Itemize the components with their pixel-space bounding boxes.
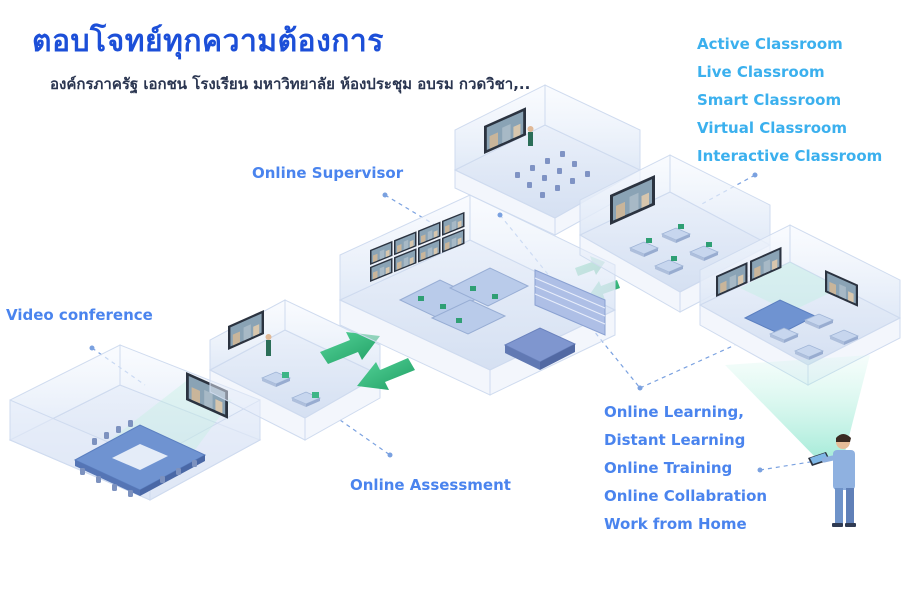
learning-mode-item: Online Learning, [604,403,744,421]
classroom-type-item: Smart Classroom [697,91,842,109]
classroom-type-item: Virtual Classroom [697,119,847,137]
classroom-types-list: Active Classroom Live Classroom Smart Cl… [697,30,882,170]
interactive-classroom-room [698,224,902,386]
label-video-conference: Video conference [6,306,153,324]
learning-mode-item: Online Collabration [604,487,768,505]
online-assessment-room [208,299,382,441]
label-online-supervisor: Online Supervisor [252,164,404,182]
label-online-assessment: Online Assessment [350,476,511,494]
classroom-type-item: Live Classroom [697,63,825,81]
learning-mode-item: Online Training [604,459,733,477]
page-subtitle: องค์กรภาครัฐ เอกชน โรงเรียน มหาวิทยาลัย … [50,75,531,93]
learning-modes-list: Online Learning, Distant Learning Online… [604,398,767,538]
classroom-type-item: Interactive Classroom [697,147,883,165]
learning-mode-item: Work from Home [604,515,747,533]
video-conference-room [8,344,262,501]
learning-mode-item: Distant Learning [604,431,746,449]
person-with-tablet [808,434,856,527]
page-title: ตอบโจทย์ทุกความต้องการ [32,24,384,59]
connector-dots [89,172,763,473]
projection-beam [725,355,870,460]
online-supervisor-room [338,194,617,396]
classroom-type-item: Active Classroom [697,35,843,53]
